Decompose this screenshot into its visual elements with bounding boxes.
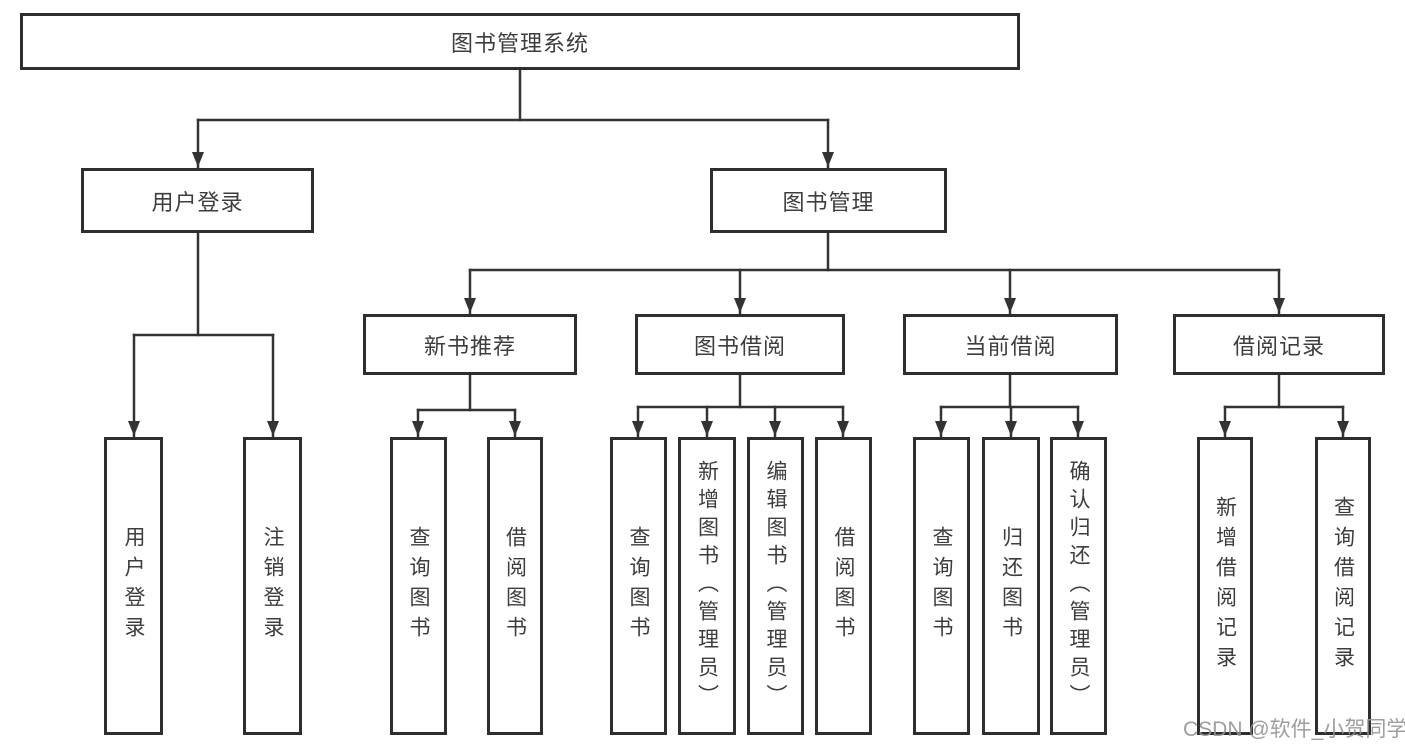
leaf-br-query-record: 查询借阅记录 xyxy=(1315,437,1371,735)
node-new-book-recommend: 新书推荐 xyxy=(363,314,577,375)
node-book-management: 图书管理 xyxy=(710,168,947,233)
node-borrow-records: 借阅记录 xyxy=(1173,314,1385,375)
node-root: 图书管理系统 xyxy=(20,13,1020,70)
leaf-bb-borrow-book: 借阅图书 xyxy=(815,437,872,735)
leaf-nbr-borrow-book: 借阅图书 xyxy=(487,437,543,735)
leaf-br-add-record: 新增借阅记录 xyxy=(1197,437,1253,735)
csdn-watermark: CSDN @软件_小贺同学 xyxy=(1183,718,1405,741)
leaf-bb-edit-book-admin: 编辑图书（管理员） xyxy=(747,437,804,735)
leaf-logout: 注销登录 xyxy=(243,437,302,735)
node-user-login: 用户登录 xyxy=(81,168,314,233)
leaf-cb-confirm-return-admin: 确认归还（管理员） xyxy=(1050,437,1107,735)
connector-group xyxy=(128,68,1349,438)
leaf-cb-return-book: 归还图书 xyxy=(982,437,1040,735)
node-current-borrow: 当前借阅 xyxy=(903,314,1118,375)
leaf-bb-add-book-admin: 新增图书（管理员） xyxy=(678,437,736,735)
leaf-bb-query-book: 查询图书 xyxy=(610,437,667,735)
leaf-nbr-query-book: 查询图书 xyxy=(390,437,447,735)
leaf-cb-query-book: 查询图书 xyxy=(913,437,970,735)
leaf-user-login: 用户登录 xyxy=(104,437,163,735)
node-book-borrow: 图书借阅 xyxy=(635,314,845,375)
